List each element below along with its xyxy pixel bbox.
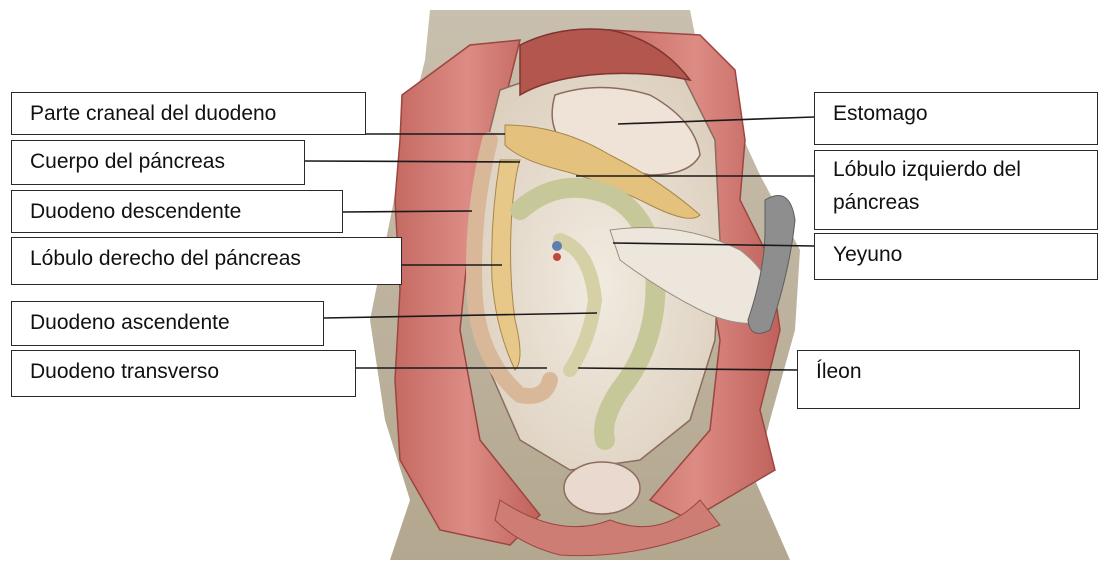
label-parte-craneal-del-duodeno: Parte craneal del duodeno (11, 92, 366, 135)
urinary-bladder (564, 462, 640, 514)
label-duodeno-transverso: Duodeno transverso (11, 350, 356, 397)
label-lobulo-izquierdo-del-pancreas: Lóbulo izquierdo del páncreas (814, 150, 1098, 230)
label-duodeno-ascendente: Duodeno ascendente (11, 301, 324, 346)
label-lobulo-derecho-del-pancreas: Lóbulo derecho del páncreas (11, 237, 402, 285)
vessel-blue (552, 241, 562, 251)
label-duodeno-descendente: Duodeno descendente (11, 190, 343, 233)
vessel-red (553, 253, 561, 261)
label-yeyuno: Yeyuno (814, 233, 1098, 280)
leader-duodeno-descendente (343, 211, 472, 212)
label-estomago: Estomago (814, 92, 1098, 145)
leader-cuerpo-pancreas (305, 161, 520, 162)
label-ileon: Íleon (797, 350, 1080, 409)
label-cuerpo-del-pancreas: Cuerpo del páncreas (11, 140, 305, 185)
